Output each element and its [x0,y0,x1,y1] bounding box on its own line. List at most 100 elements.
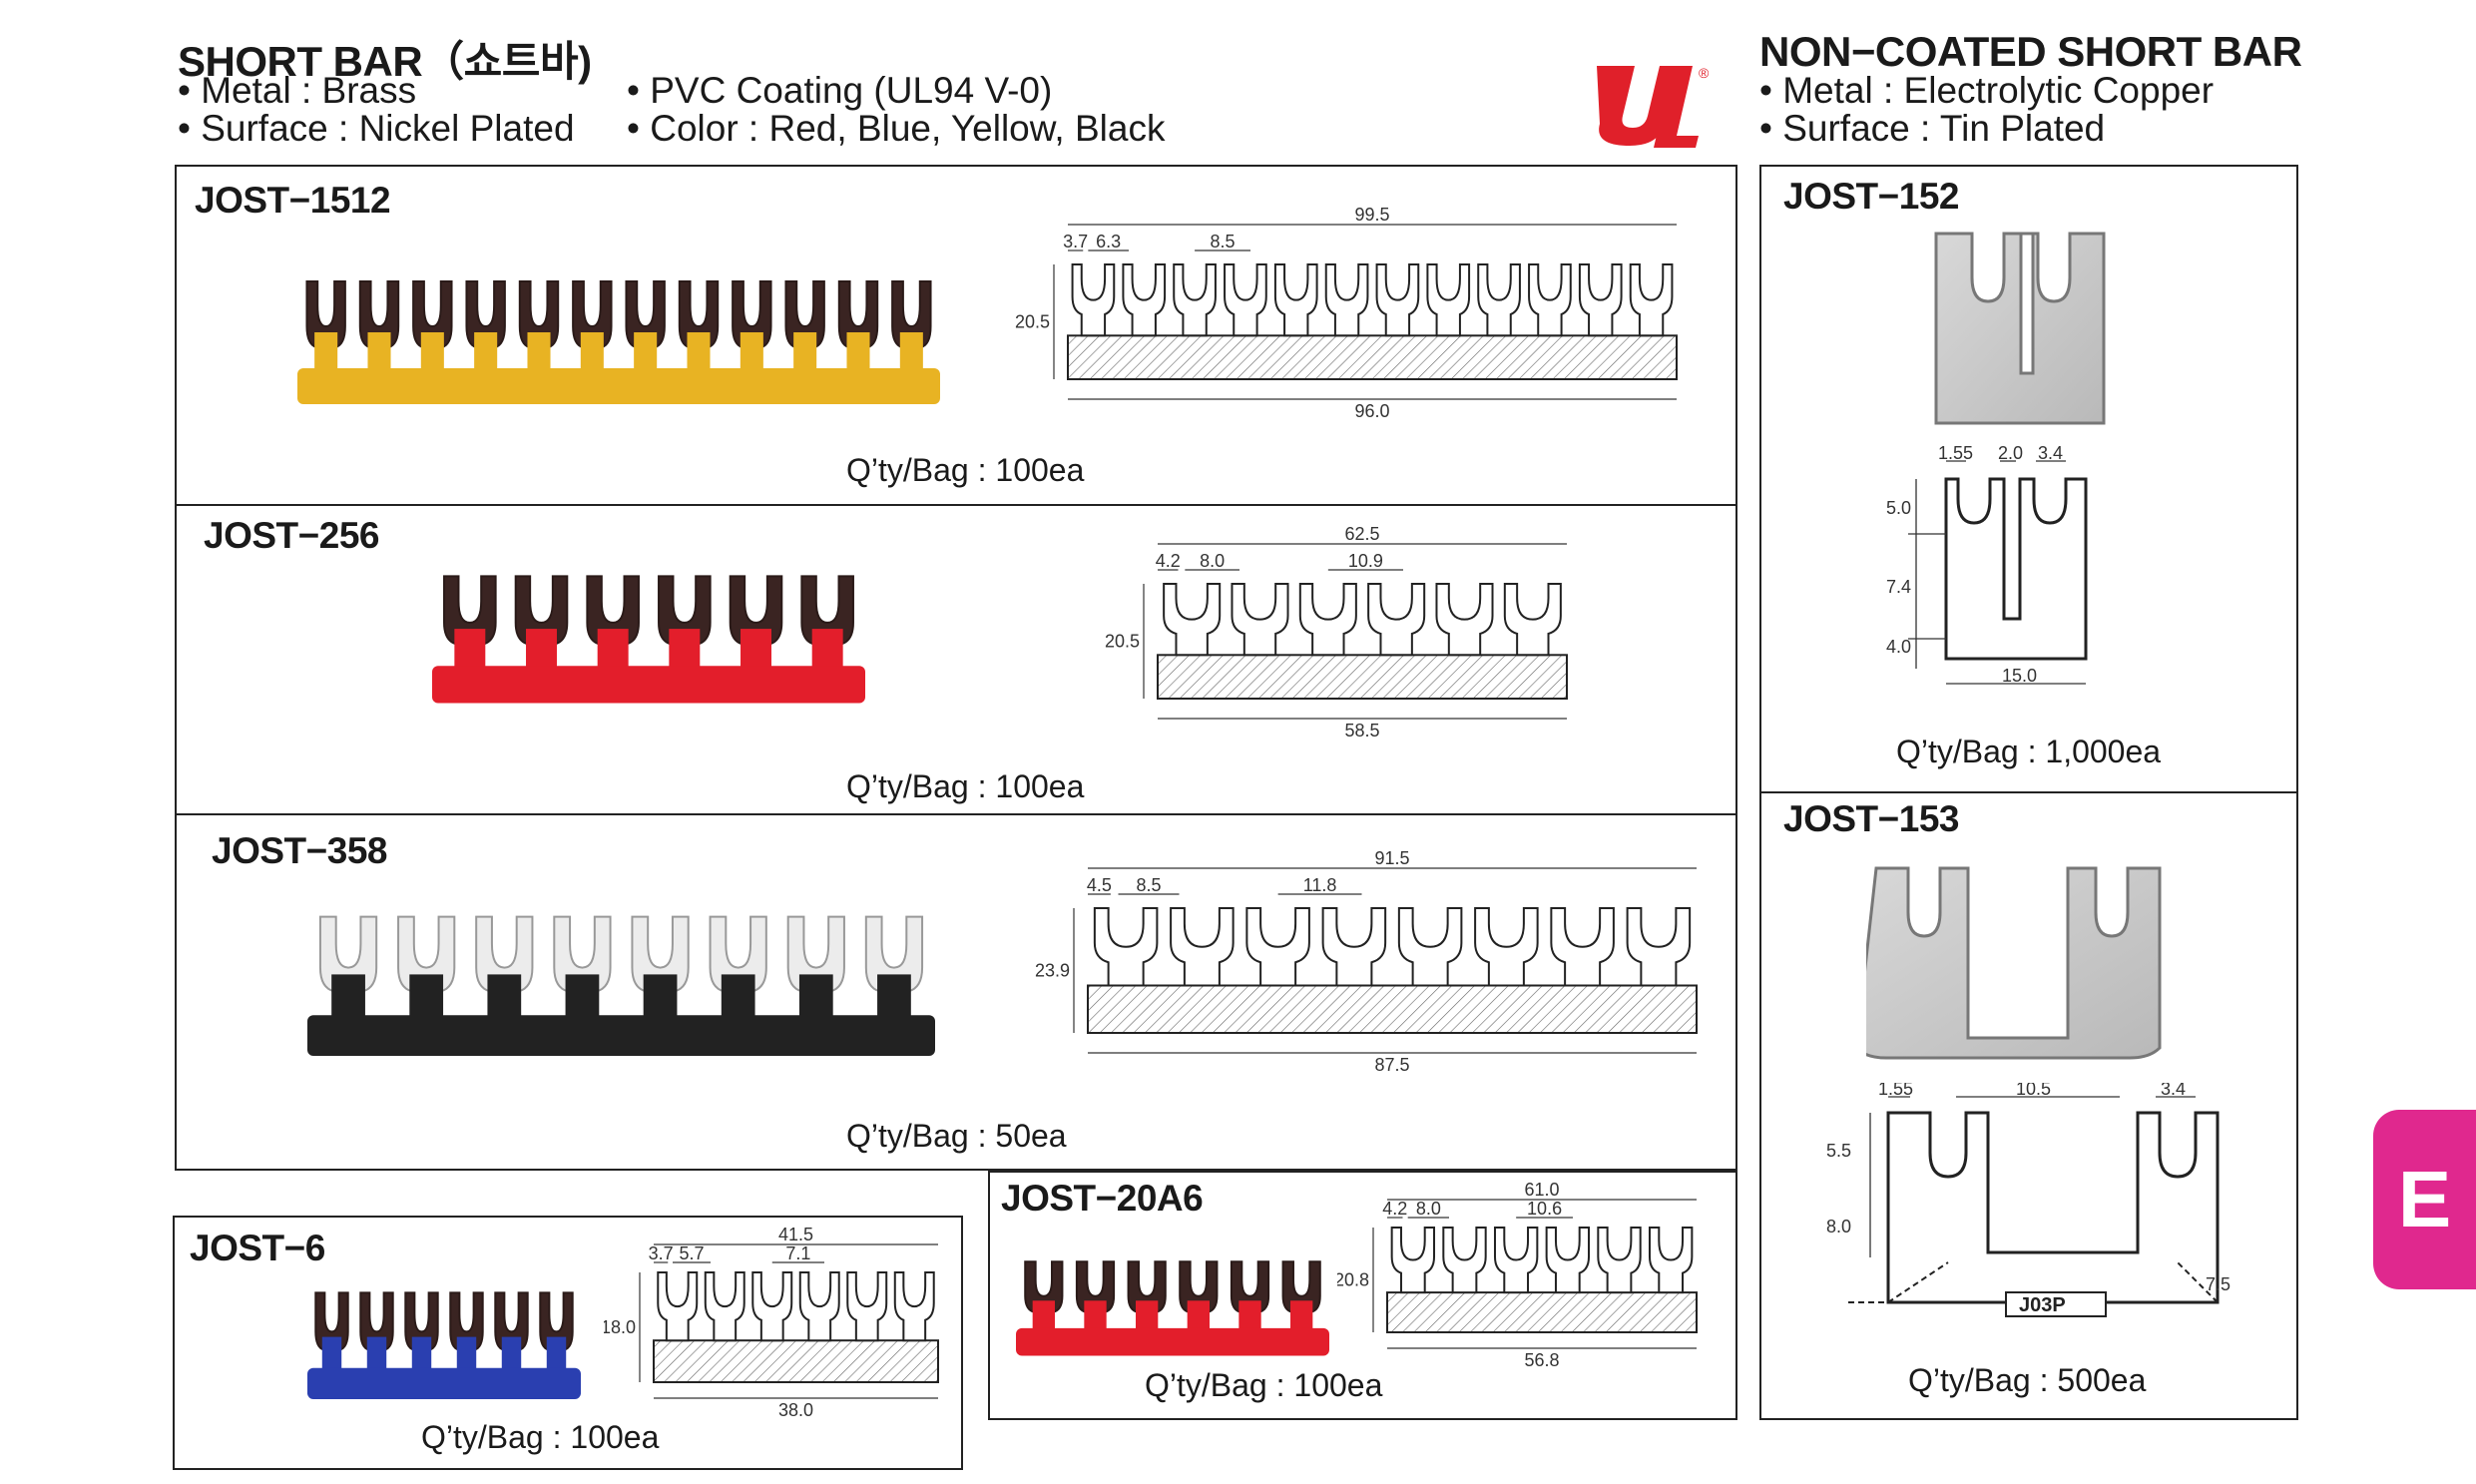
dim-text: 8.0 [1826,1217,1851,1237]
drawing-jost-152: 1.55 2.0 3.4 5.0 7.4 4.0 15.0 [1886,443,2088,686]
coating-leg [527,332,551,374]
spec-coating: • PVC Coating (UL94 V-0) [627,70,1053,111]
dim-text: 10.5 [2016,1083,2051,1099]
section-title-non-coated: NON−COATED SHORT BAR [1759,28,2302,75]
coating-leg [565,974,600,1022]
coating-bar [432,666,865,704]
dim-text: 4.0 [1886,637,1911,657]
fork-outline [1122,263,1167,337]
model-jost-1512: JOST−1512 [195,180,391,221]
coating-leg [526,629,557,673]
dim-text: 20.8 [1337,1270,1369,1290]
coating-leg [474,332,498,374]
fork-outline [1442,1227,1487,1294]
qty-jost-6: Q’ty/Bag : 100ea [421,1419,660,1455]
fork-outline [1071,263,1116,337]
dim-text: 8.0 [1200,551,1225,571]
qty-jost-152: Q’ty/Bag : 1,000ea [1896,734,2162,769]
coating-bar [307,1015,935,1056]
hatched-bar [1087,984,1698,1034]
fork-outline [1231,583,1289,657]
fork-outline [1273,263,1318,337]
coating-leg [331,974,365,1022]
coating-leg [409,974,444,1022]
fork-outline [1545,1227,1591,1294]
dim-text: 11.8 [1303,875,1337,895]
coating-leg [740,332,763,374]
dim-text: 99.5 [1354,205,1389,225]
divider [1759,791,2298,793]
dim-text: 7.5 [2206,1274,2230,1294]
dim-text: 58.5 [1344,721,1379,741]
coating-leg [366,1336,387,1373]
model-jost-153: JOST−153 [1783,798,1959,839]
coating-leg [580,332,604,374]
coating-leg [1136,1300,1159,1333]
hatched-bar [653,1339,939,1383]
photo-jost-358 [307,915,935,1056]
dim-text: 20.5 [1105,632,1140,652]
spec-metal-copper: • Metal : Electrolytic Copper [1759,70,2215,111]
qty-jost-20a6: Q’ty/Bag : 100ea [1145,1367,1383,1403]
photo-jost-6 [307,1291,581,1399]
dim-text: 7.4 [1886,577,1911,597]
fork-outline [1245,907,1310,987]
dim-text: 18.0 [604,1317,636,1337]
section-title-short-bar: SHORT BAR（쇼트바) [178,38,592,85]
coating-leg [1290,1300,1313,1333]
coating-leg [411,1336,432,1373]
dim-text: 87.5 [1374,1055,1409,1075]
coating-leg [1187,1300,1210,1333]
coating-leg [314,332,338,374]
qty-jost-256: Q’ty/Bag : 100ea [846,768,1085,804]
fork-outline [1390,1227,1436,1294]
fork-outline [1224,263,1267,337]
dim-text: 3.7 [1063,232,1088,251]
coating-leg [793,332,817,374]
dim-text: 61.0 [1524,1183,1559,1200]
coating-leg [899,332,923,374]
fork-outline [1170,907,1235,987]
dim-text: 8.5 [1211,232,1236,251]
photo-jost-20a6 [1016,1260,1329,1356]
model-jost-358: JOST−358 [212,830,387,871]
dim-text: 41.5 [778,1228,813,1244]
coating-leg [420,332,444,374]
coating-leg [456,1336,477,1373]
dim-text: 15.0 [2002,666,2037,686]
dim-text: 38.0 [778,1400,813,1420]
coating-leg [546,1336,567,1373]
fork-outline [1578,263,1623,337]
dim-text: 5.7 [679,1243,704,1263]
coating-leg [634,332,658,374]
photo-jost-153 [1866,866,2162,1060]
fork-outline [1173,263,1217,337]
coating-leg [597,629,629,673]
coating-leg [643,974,678,1022]
model-jost-152: JOST−152 [1783,176,1959,217]
dim-text: 10.6 [1527,1199,1562,1219]
part-marking: J03P [2019,1294,2066,1316]
coating-leg [1032,1300,1055,1333]
dim-text: 6.3 [1096,232,1121,251]
coating-leg [687,332,711,374]
coating-leg [798,974,833,1022]
photo-jost-1512 [297,280,940,404]
coating-leg [321,1336,342,1373]
dim-text: 8.5 [1136,875,1161,895]
fork-outline [1477,263,1521,337]
coating-leg [454,629,486,673]
fork-outline [1648,1227,1694,1294]
coating-leg [811,629,843,673]
model-jost-20a6: JOST−20A6 [1001,1178,1204,1219]
model-jost-6: JOST−6 [190,1228,325,1268]
fork-outline [1629,263,1674,337]
coating-bar [1016,1327,1329,1356]
section-tab[interactable]: E [2373,1110,2476,1289]
ul-logo-icon: ® [1597,65,1710,148]
dim-text: 23.9 [1035,961,1070,981]
fork-outline [798,1271,840,1342]
